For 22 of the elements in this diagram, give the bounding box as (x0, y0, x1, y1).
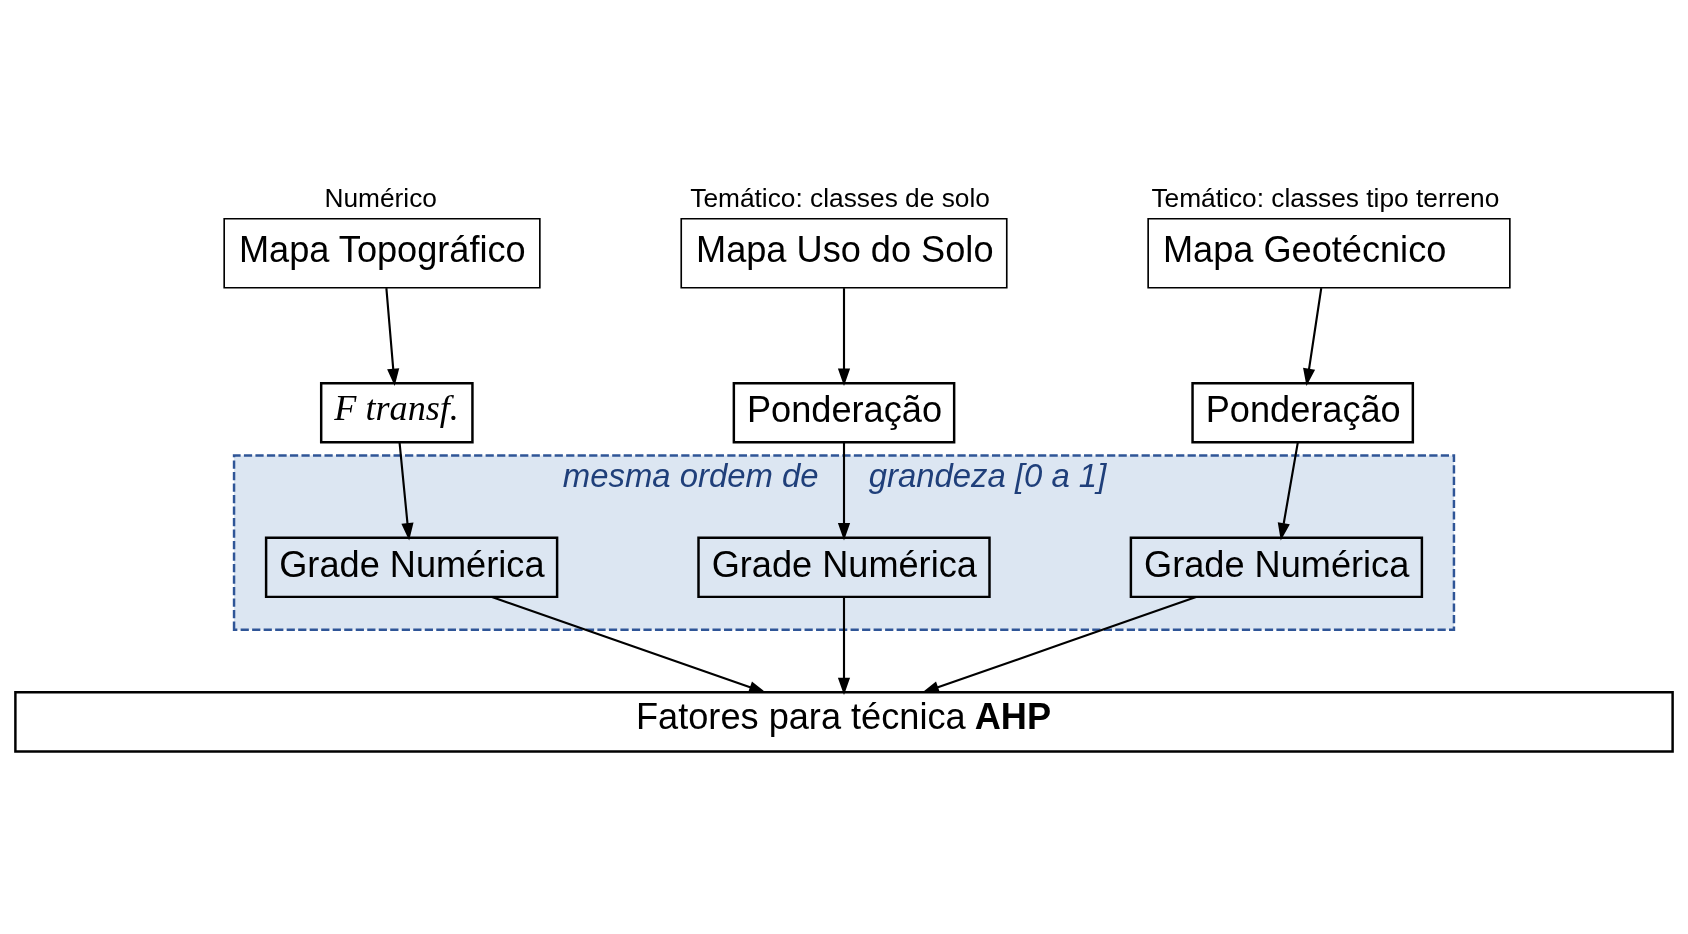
node-label: Numérico (324, 182, 438, 213)
node-box: Mapa Geotécnico (1147, 217, 1511, 289)
node-box: Fatores para técnica AHP (14, 691, 1674, 753)
arrow (921, 596, 1197, 694)
arrow (385, 288, 400, 387)
node-label: Temático: classes tipo terreno (1151, 182, 1500, 213)
arrow (837, 442, 851, 541)
node-label: Temático: classes de solo (690, 182, 990, 213)
arrow (398, 442, 414, 541)
node-box: Mapa Topográfico (223, 217, 541, 289)
arrow (1303, 288, 1323, 387)
node-box: Mapa Uso do Solo (680, 217, 1008, 289)
arrow (1277, 442, 1299, 541)
node-box: F transf. (319, 381, 474, 444)
node-box: Ponderação (1191, 381, 1415, 444)
node-box: Grade Numérica (697, 536, 991, 599)
arrow (491, 596, 767, 694)
arrow (837, 597, 851, 696)
arrow (837, 288, 851, 387)
node-box: Ponderação (732, 381, 956, 444)
node-box: Grade Numérica (1129, 536, 1424, 599)
node-box: Grade Numérica (264, 536, 559, 599)
